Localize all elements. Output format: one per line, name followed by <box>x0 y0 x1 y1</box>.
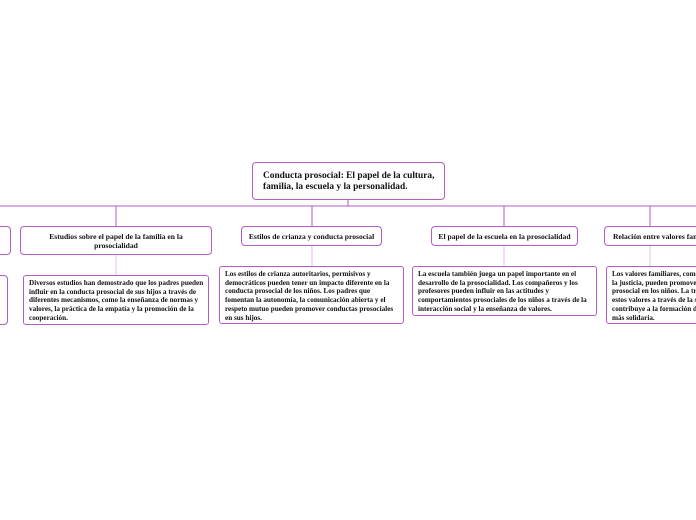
topic-family-studies-label: Estudios sobre el papel de la familia en… <box>49 231 183 250</box>
detail-family-studies-text: Diversos estudios han demostrado que los… <box>29 279 204 322</box>
topic-parenting-styles-label: Estilos de crianza y conducta prosocial <box>248 231 375 241</box>
detail-family-values[interactable]: Los valores familiares, como la compasió… <box>606 266 696 324</box>
offscreen-detail-left[interactable] <box>0 275 8 325</box>
detail-school-role[interactable]: La escuela también juega un papel import… <box>412 266 597 316</box>
topic-school-role[interactable]: El papel de la escuela en la prosocialid… <box>431 226 578 246</box>
topic-school-role-label: El papel de la escuela en la prosocialid… <box>438 231 571 241</box>
central-topic-text: Conducta prosocial: El papel de la cultu… <box>263 171 435 192</box>
topic-family-values-label: Relación entre valores familiares <box>613 231 696 241</box>
topic-family-values[interactable]: Relación entre valores familiares <box>604 226 696 246</box>
detail-parenting-styles[interactable]: Los estilos de crianza autoritarios, per… <box>219 266 404 324</box>
topic-parenting-styles[interactable]: Estilos de crianza y conducta prosocial <box>241 226 382 246</box>
detail-family-studies[interactable]: Diversos estudios han demostrado que los… <box>23 275 209 325</box>
offscreen-topic-left[interactable] <box>0 226 11 255</box>
detail-family-values-text: Los valores familiares, como la compasió… <box>612 270 696 322</box>
detail-school-role-text: La escuela también juega un papel import… <box>418 270 587 313</box>
detail-parenting-styles-text: Los estilos de crianza autoritarios, per… <box>225 270 394 322</box>
central-topic[interactable]: Conducta prosocial: El papel de la cultu… <box>252 162 445 200</box>
topic-family-studies[interactable]: Estudios sobre el papel de la familia en… <box>20 226 212 255</box>
